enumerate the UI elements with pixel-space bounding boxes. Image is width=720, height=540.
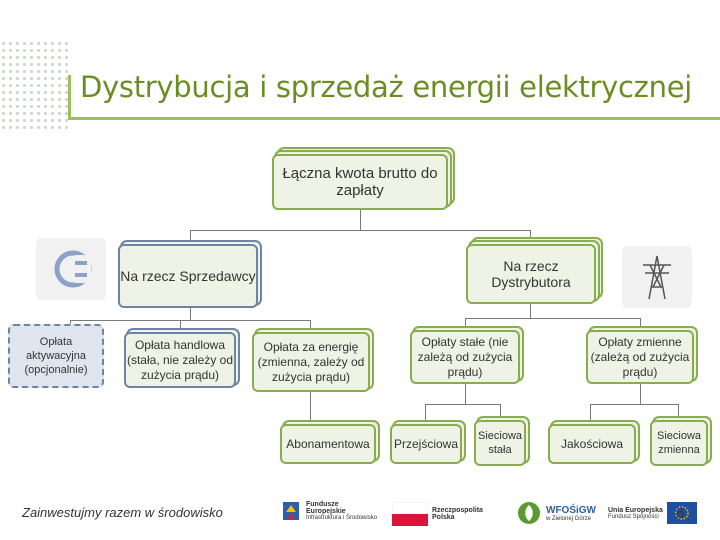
power-pylon-icon (643, 255, 671, 300)
connector (180, 320, 181, 328)
connector (310, 392, 311, 424)
node-transitional: Przejściowa (390, 424, 462, 464)
page-number: 6 (676, 505, 685, 522)
node-subscription: Abonamentowa (280, 424, 376, 464)
title-underline (68, 117, 720, 120)
connector (70, 320, 310, 321)
logo-wfosigw: WFOŚiGW w Zielonej Górze (516, 500, 596, 526)
decorative-dot-pattern (0, 40, 70, 130)
polish-flag-icon (392, 502, 428, 526)
connector (530, 230, 531, 242)
node-variable-fees: Opłaty zmienne (zależą od zużycia prądu) (586, 330, 694, 384)
title-accent-vertical (68, 75, 71, 120)
node-fixed-fees: Opłaty stałe (nie zależą od zużycia prąd… (410, 330, 520, 384)
connector (500, 404, 501, 424)
page-title: Dystrybucja i sprzedaż energii elektrycz… (80, 70, 692, 104)
connector (678, 404, 679, 424)
connector (590, 404, 591, 424)
plug-icon-tile (36, 238, 106, 300)
connector (425, 404, 426, 424)
node-distributor: Na rzecz Dystrybutora (466, 244, 596, 304)
connector (465, 384, 466, 404)
connector (465, 318, 640, 319)
pylon-icon-tile (622, 246, 692, 308)
fe-star-icon (283, 502, 299, 520)
leaf-icon (518, 502, 540, 524)
node-quality: Jakościowa (548, 424, 636, 464)
connector (310, 320, 311, 328)
connector (640, 318, 641, 328)
logo-fundusze-europejskie: Fundusze Europejskie Infrastruktura i Śr… (282, 500, 377, 522)
plug-icon (54, 250, 92, 288)
eu-flag-icon (666, 502, 697, 524)
node-trade-fee: Opłata handlowa (stała, nie zależy od zu… (124, 332, 236, 388)
connector (530, 304, 531, 318)
node-seller: Na rzecz Sprzedawcy (118, 244, 258, 308)
connector (190, 308, 191, 320)
node-grid-fixed: Sieciowa stała (474, 420, 526, 466)
connector (190, 230, 191, 242)
node-energy-fee: Opłata za energię (zmienna, zależy od zu… (252, 332, 370, 392)
connector (465, 318, 466, 328)
logo-rzeczpospolita-polska: Rzeczpospolita Polska (392, 502, 483, 526)
node-grid-variable: Sieciowa zmienna (650, 420, 708, 466)
node-activation-fee: Opłata aktywacyjna (opcjonalnie) (8, 324, 104, 388)
connector (640, 384, 641, 404)
footer-slogan: Zainwestujmy razem w środowisko (22, 505, 223, 520)
connector (425, 404, 500, 405)
logo-unia-europejska: Unia Europejska Fundusz Spójności (608, 502, 697, 524)
connector (590, 404, 678, 405)
connector (190, 230, 530, 231)
node-root: Łączna kwota brutto do zapłaty (272, 154, 448, 210)
connector (360, 210, 361, 230)
